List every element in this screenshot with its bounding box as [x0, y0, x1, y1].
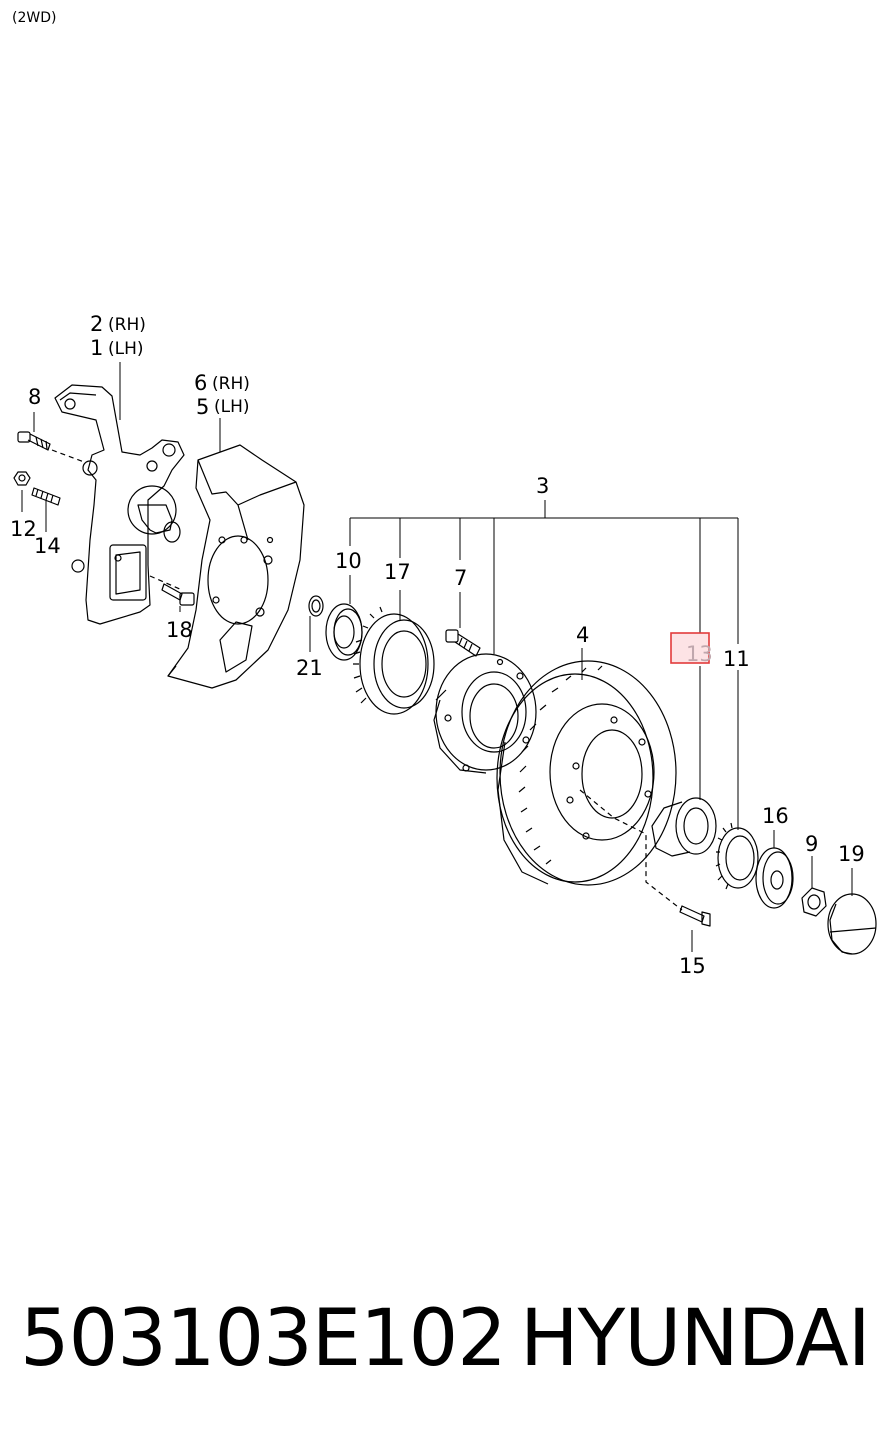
washer-16	[755, 847, 794, 909]
steering-knuckle	[54, 384, 185, 625]
callout-19: 19	[838, 842, 865, 866]
callout-15: 15	[679, 954, 706, 978]
wheel-hub	[433, 653, 537, 774]
callout-18: 18	[166, 618, 193, 642]
leader-15-dashed	[579, 789, 683, 911]
wheel-bolt-15	[679, 905, 711, 927]
nut-9	[801, 887, 827, 917]
bolt-18	[149, 575, 195, 606]
callout-6-sub: (RH)	[212, 374, 250, 394]
callout-5-sub: (LH)	[214, 397, 250, 417]
callout-9: 9	[805, 832, 818, 856]
stud-14	[31, 487, 61, 506]
variant-label: (2WD)	[12, 10, 57, 26]
callout-12: 12	[10, 517, 37, 541]
part-number: 503103E102	[20, 1294, 507, 1384]
callout-2-sub: (RH)	[108, 315, 146, 335]
callout-10: 10	[335, 549, 362, 573]
bearing-13	[651, 797, 717, 857]
tone-ring-11	[715, 822, 759, 890]
callout-7: 7	[454, 566, 467, 590]
callout-16: 16	[762, 804, 789, 828]
callout-1: 1	[90, 336, 103, 360]
callout-21: 21	[296, 656, 323, 680]
seal-10	[325, 603, 363, 661]
callout-14: 14	[34, 534, 61, 558]
leader-8-dashed	[51, 449, 85, 463]
callout-2: 2	[90, 312, 103, 336]
callout-6: 6	[194, 371, 207, 395]
bolt-8	[17, 431, 51, 451]
callout-1-sub: (LH)	[108, 339, 144, 359]
hub-bolt-7	[445, 629, 481, 657]
callout-8: 8	[28, 385, 41, 409]
hub-cap-19	[827, 893, 877, 955]
callout-5: 5	[196, 395, 209, 419]
highlight-13	[670, 632, 710, 664]
callout-3: 3	[536, 474, 549, 498]
tone-ring-17	[353, 606, 435, 715]
callout-11: 11	[723, 647, 750, 671]
seal-21	[308, 595, 324, 617]
dust-cover	[167, 444, 305, 689]
leader-lines	[21, 362, 853, 952]
callout-13: 13	[686, 642, 713, 666]
brake-disc	[496, 660, 677, 886]
callout-17: 17	[384, 560, 411, 584]
brand-name: HYUNDAI	[520, 1294, 871, 1384]
nut-12	[13, 471, 31, 486]
callout-4: 4	[576, 623, 589, 647]
